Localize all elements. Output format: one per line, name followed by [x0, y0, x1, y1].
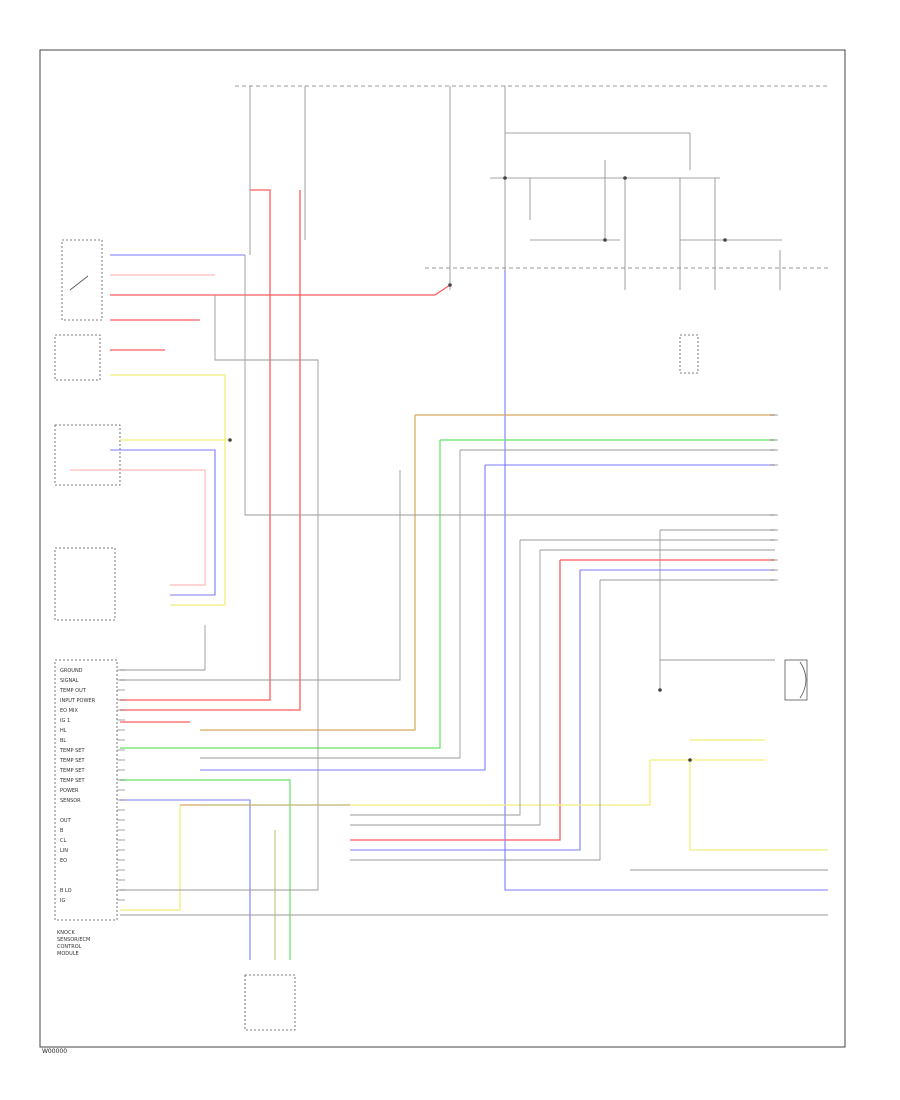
svg-text:TEMP SET: TEMP SET [59, 778, 85, 784]
svg-text:IG 1: IG 1 [60, 718, 70, 724]
right-actuator [784, 659, 808, 701]
switch-box-4 [54, 547, 116, 621]
gray-wires [120, 255, 828, 916]
right-relay-box [679, 334, 699, 374]
sensor-box-3 [54, 424, 121, 486]
svg-text:TEMP OUT: TEMP OUT [59, 688, 87, 694]
svg-text:TEMP SET: TEMP SET [59, 758, 85, 764]
pink-wires [70, 274, 215, 586]
svg-text:EO: EO [60, 858, 67, 864]
svg-text:INPUT POWER: INPUT POWER [60, 698, 96, 704]
module-title: KNOCK SENSOR/ECM CONTROL MODULE [57, 930, 90, 957]
footer-code: W00000 [42, 1048, 67, 1055]
yellow-wires [110, 374, 828, 911]
diagram-frame [39, 49, 846, 1048]
svg-text:CONTROL: CONTROL [57, 944, 82, 950]
blue-wires [110, 254, 828, 960]
orange-wires [180, 414, 775, 806]
svg-text:KNOCK: KNOCK [57, 930, 75, 936]
svg-text:B LO: B LO [60, 888, 72, 894]
bottom-connector-box [244, 974, 296, 1031]
switch-box-2 [54, 334, 101, 381]
svg-text:SENSOR/ECM: SENSOR/ECM [57, 937, 90, 943]
switch-contact-1 [69, 275, 89, 291]
right-actuator-curve [799, 661, 807, 699]
svg-text:POWER: POWER [60, 788, 79, 794]
splice-dots [228, 176, 727, 762]
svg-text:GROUND: GROUND [60, 668, 83, 674]
module-pin-labels: GROUND SIGNAL TEMP OUT INPUT POWER EO MI… [59, 668, 96, 904]
svg-text:EO MIX: EO MIX [60, 708, 78, 714]
right-connector-ticks [770, 414, 778, 581]
switch-box-top-left [61, 239, 103, 321]
svg-text:SENSOR: SENSOR [60, 798, 81, 804]
svg-text:TEMP SET: TEMP SET [59, 768, 85, 774]
svg-text:LIN: LIN [60, 848, 68, 854]
svg-text:SIGNAL: SIGNAL [60, 678, 79, 684]
red-wires [110, 189, 775, 841]
olive-wires [200, 804, 350, 960]
svg-text:CL: CL [60, 838, 66, 844]
svg-text:B: B [60, 828, 64, 834]
svg-text:TEMP SET: TEMP SET [59, 748, 85, 754]
module-pin-ticks [117, 669, 125, 901]
svg-text:OUT: OUT [60, 818, 72, 824]
svg-text:IG: IG [60, 898, 65, 904]
svg-text:MODULE: MODULE [57, 951, 79, 957]
green-wires [120, 439, 775, 960]
svg-text:BL: BL [60, 738, 66, 744]
svg-text:HL: HL [60, 728, 67, 734]
